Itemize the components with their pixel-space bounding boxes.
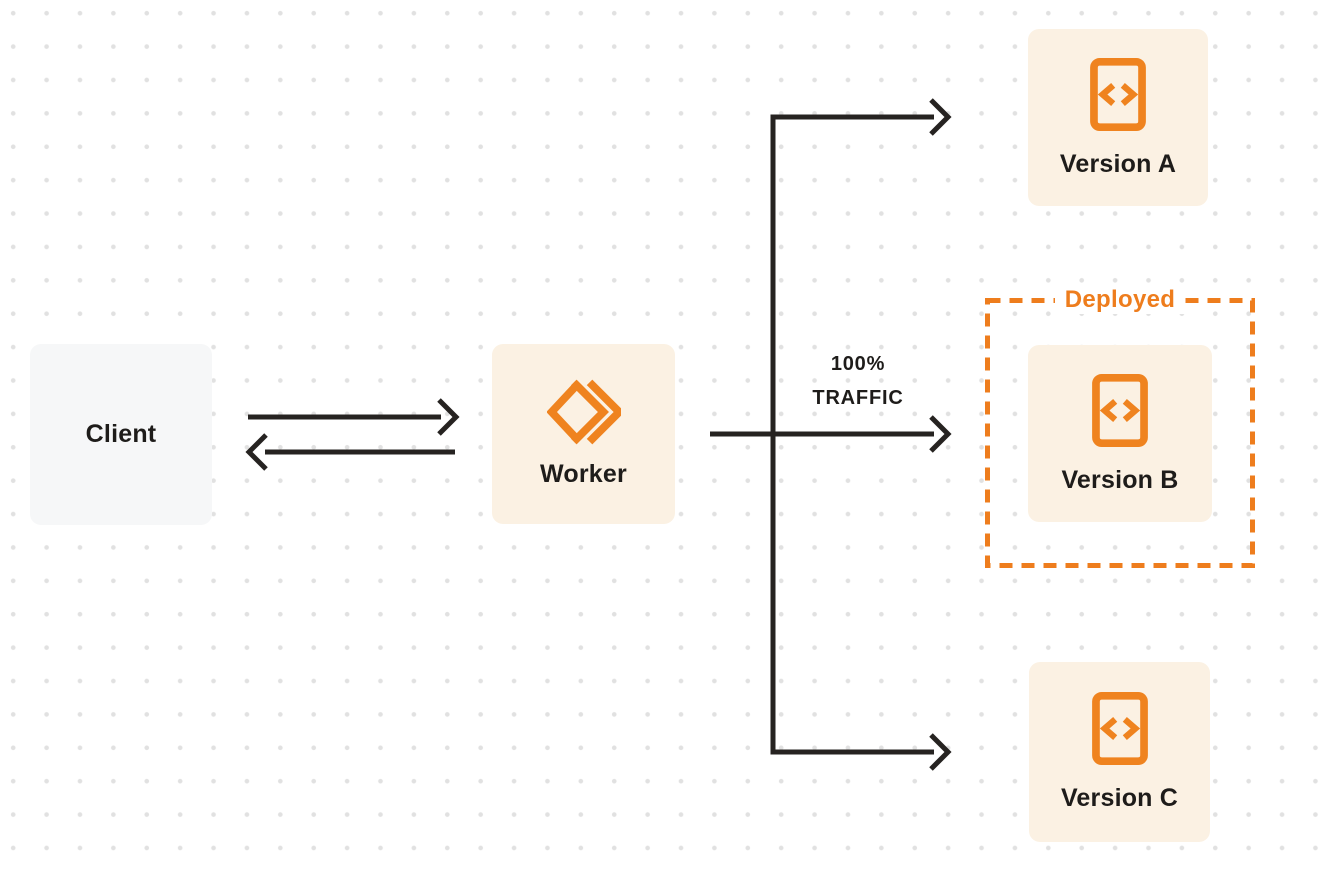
node-worker: Worker bbox=[492, 344, 675, 524]
worker-label: Worker bbox=[540, 460, 627, 488]
code-document-icon bbox=[1091, 691, 1148, 766]
traffic-percent-text: 100% bbox=[830, 353, 886, 375]
workers-chevron-icon bbox=[546, 379, 621, 445]
client-label: Client bbox=[85, 420, 157, 448]
version-a-label: Version A bbox=[1059, 149, 1177, 178]
code-document-icon bbox=[1092, 373, 1148, 447]
node-version-b: Version B bbox=[1028, 345, 1212, 522]
deployed-label: Deployed bbox=[1054, 286, 1186, 314]
node-version-a: Version A bbox=[1028, 29, 1208, 206]
code-document-icon bbox=[1090, 57, 1146, 131]
version-c-label: Version C bbox=[1060, 784, 1179, 812]
traffic-annotation: 100% TRAFFIC bbox=[772, 347, 944, 415]
version-b-label: Version B bbox=[1061, 465, 1179, 494]
deployed-annotation: Deployed bbox=[985, 286, 1255, 317]
node-client: Client bbox=[30, 344, 212, 525]
traffic-word-text: TRAFFIC bbox=[812, 387, 904, 409]
node-version-c: Version C bbox=[1029, 662, 1210, 842]
